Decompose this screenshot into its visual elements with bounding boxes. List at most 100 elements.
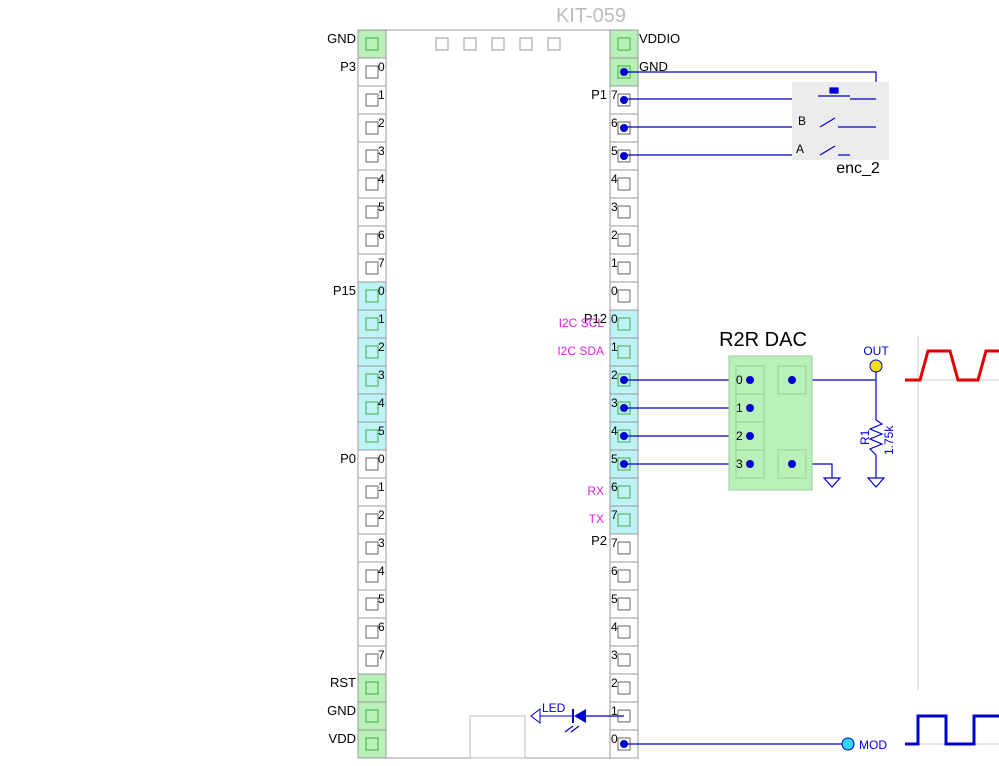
right-pin-p2-5-pad <box>617 681 631 695</box>
encoder-pin-a-label: A <box>796 142 804 156</box>
left-pin-p15-2-pad <box>365 345 379 359</box>
i2c-scl-label: I2C SCL <box>559 316 605 330</box>
chip-body <box>357 29 639 759</box>
right-junction-dot-3 <box>620 152 628 160</box>
right-junction-dot-1 <box>620 96 628 104</box>
resistor-ref: R1 <box>858 429 872 445</box>
resistor-value: 1.75k <box>882 425 896 455</box>
tx-label: TX <box>589 512 604 526</box>
left-pin-p3-3-pad <box>365 149 379 163</box>
left-pin-p3-4-pad <box>365 177 379 191</box>
encoder-pin-b-label: B <box>798 114 806 128</box>
left-pin-p15-0-pad <box>365 289 379 303</box>
left-pin-power-0 <box>357 673 387 703</box>
left-pin-p15-4-pad <box>365 401 379 415</box>
left-pin-p3-0-pad <box>365 65 379 79</box>
right-pin-p2-3-pad <box>617 625 631 639</box>
left-pin-num-p15-4: 4 <box>378 396 385 410</box>
left-pin-p0-0-pad <box>365 457 379 471</box>
rst-label: RST <box>330 675 356 690</box>
led-indicator: LED <box>530 701 586 733</box>
left-pin-num-p3-5: 5 <box>378 200 385 214</box>
port-p3-label: P3 <box>340 59 356 74</box>
dac-title: R2R DAC <box>719 329 807 351</box>
port-p15-label: P15 <box>333 283 356 298</box>
out-waveform <box>905 349 999 382</box>
right-pin-num-p12-1: 1 <box>611 340 618 354</box>
mod-waveform <box>905 714 999 746</box>
left-pin-p3-5-pad <box>365 205 379 219</box>
encoder-name: enc_2 <box>836 160 880 177</box>
right-pin-p2-5 <box>609 673 639 703</box>
port-p0-label: P0 <box>340 451 356 466</box>
right-pin-p2-1-pad <box>617 569 631 583</box>
left-pin-power-2 <box>357 729 387 759</box>
right-pin-num-p12-7: 7 <box>611 508 618 522</box>
right-pin-num-p2-0: 7 <box>611 536 618 550</box>
mod-probe: MOD <box>841 737 887 752</box>
left-pin-p15-3 <box>357 365 387 395</box>
rx-label: RX <box>587 484 604 498</box>
left-pin-num-p0-3: 3 <box>378 536 385 550</box>
dac-in-2: 2 <box>736 429 743 443</box>
left-pin-gnd <box>357 29 387 59</box>
right-pin-p2-4 <box>609 645 639 675</box>
right-pin-p1-1-pad <box>617 121 631 135</box>
right-pin-num-p1-4: 3 <box>611 200 618 214</box>
right-pin-p12-1-pad <box>617 345 631 359</box>
right-pin-p1-4 <box>609 197 639 227</box>
out-probe: OUT <box>863 344 889 373</box>
right-pin-vddio-pad <box>617 37 631 51</box>
left-pin-p0-1 <box>357 477 387 507</box>
left-pin-num-p0-5: 5 <box>378 592 385 606</box>
left-pin-num-p3-4: 4 <box>378 172 385 186</box>
right-pin-num-p2-7: 0 <box>611 732 618 746</box>
right-pin-num-p1-3: 4 <box>611 172 618 186</box>
right-pin-num-p12-5: 5 <box>611 452 618 466</box>
left-pin-num-p3-2: 2 <box>378 116 385 130</box>
left-pin-num-p0-4: 4 <box>378 564 385 578</box>
right-pin-num-p1-7: 0 <box>611 284 618 298</box>
right-pin-num-p2-2: 5 <box>611 592 618 606</box>
left-pin-p15-1-pad <box>365 317 379 331</box>
left-pin-num-p0-2: 2 <box>378 508 385 522</box>
left-pin-num-p0-1: 1 <box>378 480 385 494</box>
left-pin-gnd-pad <box>365 37 379 51</box>
right-pin-num-p2-1: 6 <box>611 564 618 578</box>
left-pin-p3-2-pad <box>365 121 379 135</box>
right-pin-p2-0-pad <box>617 541 631 555</box>
ground-symbols <box>822 477 886 488</box>
left-pin-p15-4 <box>357 393 387 423</box>
left-pin-num-p15-3: 3 <box>378 368 385 382</box>
right-pin-num-p12-3: 3 <box>611 396 618 410</box>
right-pin-p2-1 <box>609 561 639 591</box>
right-pin-num-p1-5: 2 <box>611 228 618 242</box>
left-pin-power-0-pad <box>365 681 379 695</box>
left-pin-p0-2-pad <box>365 513 379 527</box>
right-pin-p12-1 <box>609 337 639 367</box>
left-pin-num-p3-1: 1 <box>378 88 385 102</box>
right-pin-num-p12-6: 6 <box>611 480 618 494</box>
left-pin-num-p15-5: 5 <box>378 424 385 438</box>
right-junction-dot-2 <box>620 124 628 132</box>
left-pin-p0-2 <box>357 505 387 535</box>
dac-in-3: 3 <box>736 457 743 471</box>
left-pin-p15-1 <box>357 309 387 339</box>
right-pin-p1-5-pad <box>617 233 631 247</box>
chip-bottom-pad <box>469 715 526 759</box>
left-pin-num-p0-6: 6 <box>378 620 385 634</box>
right-pin-p2-2-pad <box>617 597 631 611</box>
left-pin-num-p0-0: 0 <box>378 452 385 466</box>
right-pin-p1-0-pad <box>617 93 631 107</box>
chip-top-pads <box>435 37 561 51</box>
port-p1-label: P1 <box>591 87 607 102</box>
left-pin-p15-5-pad <box>365 429 379 443</box>
dac-in-1: 1 <box>736 401 743 415</box>
right-pin-num-p12-4: 4 <box>611 424 618 438</box>
right-pin-p2-4-pad <box>617 653 631 667</box>
right-pin-num-p12-2: 2 <box>611 368 618 382</box>
chip-title: KIT-059 <box>556 5 626 27</box>
left-pin-p0-3-pad <box>365 541 379 555</box>
right-pin-num-p2-3: 4 <box>611 620 618 634</box>
